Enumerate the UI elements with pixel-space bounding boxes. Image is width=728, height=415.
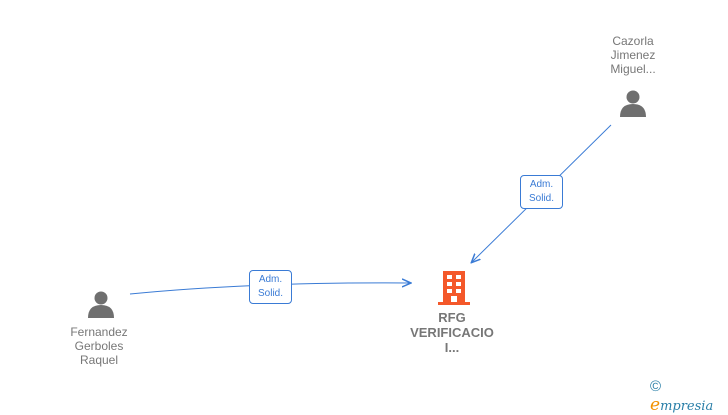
node-name-line: Cazorla	[612, 34, 654, 48]
node-name-line: Gerboles	[74, 339, 124, 353]
node-company[interactable]: RFG VERIFICACIO I...	[402, 310, 502, 355]
edge-label-cazorla: Adm. Solid.	[520, 175, 563, 209]
node-name-line: Jimenez	[610, 48, 656, 62]
brand-logo-text: mpresia	[660, 399, 714, 414]
copyright-icon: ©	[650, 378, 662, 395]
node-name-line: Fernandez	[70, 325, 128, 339]
node-name-line: RFG	[438, 310, 466, 325]
node-name-line: Raquel	[79, 353, 119, 367]
empresia-watermark: © empresia	[650, 378, 728, 415]
node-name-line: VERIFICACIO	[410, 325, 494, 340]
node-cazorla[interactable]: Cazorla Jimenez Miguel...	[588, 34, 678, 76]
node-name-line: Miguel...	[610, 62, 656, 76]
node-fernandez[interactable]: Fernandez Gerboles Raquel	[54, 325, 144, 367]
person-icon[interactable]	[87, 290, 115, 318]
node-name-line: I...	[444, 340, 460, 355]
building-icon[interactable]	[438, 271, 470, 305]
edge-label-line: Adm.	[529, 179, 554, 190]
brand-logo-initial: e	[650, 395, 661, 415]
person-icon[interactable]	[619, 89, 647, 117]
edge-label-line: Solid.	[257, 288, 283, 299]
edge-label-line: Adm.	[258, 274, 283, 285]
edge-label-fernandez: Adm. Solid.	[249, 270, 292, 304]
edge-label-line: Solid.	[528, 193, 554, 204]
